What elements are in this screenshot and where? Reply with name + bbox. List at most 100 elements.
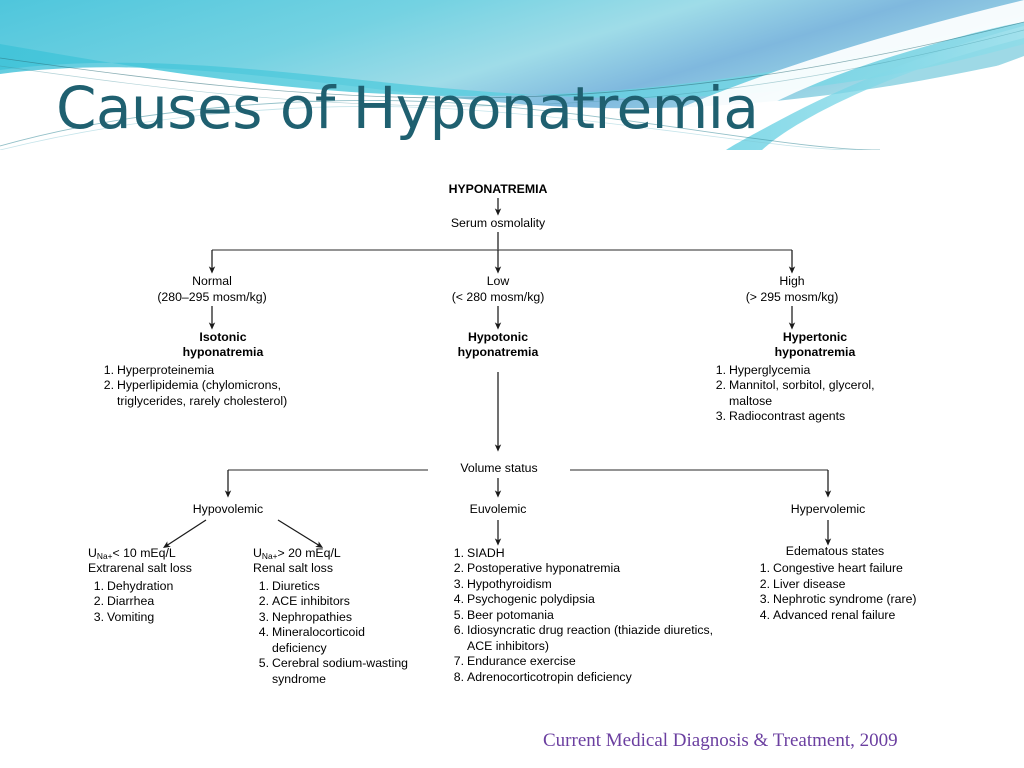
hypertonic-title-line2: hyponatremia <box>774 345 856 360</box>
list-text: Idiosyncratic drug reaction (thiazide di… <box>467 623 714 653</box>
list-text: Diarrhea <box>107 594 155 609</box>
source-citation: Current Medical Diagnosis & Treatment, 2… <box>543 730 898 751</box>
list-item: 1. Dehydration <box>88 579 248 594</box>
list-text: Mannitol, sorbitol, glycerol, maltose <box>729 378 875 408</box>
list-item: 3. Hypothyroidism <box>448 577 728 592</box>
list-text: Adrenocorticotropin deficiency <box>467 669 632 684</box>
list-text: Psychogenic polydipsia <box>467 592 595 607</box>
list-number: 1. <box>453 546 464 560</box>
list-number: 2. <box>258 594 269 609</box>
list-item: 2. Liver disease <box>754 577 930 592</box>
extrarenal-label: Extrarenal salt loss <box>88 561 192 576</box>
list-text: Mineralocorticoid deficiency <box>272 625 365 655</box>
node-osmolality-high-range: (> 295 mosm/kg) <box>745 290 839 304</box>
group-isotonic-hyponatremia: Isotonic hyponatremia 1. Hyperproteinemi… <box>98 330 348 409</box>
list-item: 2. ACE inhibitors <box>253 594 418 609</box>
list-item: 5. Cerebral sodium-wasting syndrome <box>253 656 418 687</box>
list-number: 2. <box>93 594 104 609</box>
list-number: 7. <box>453 654 464 669</box>
list-item: 1. Hyperglycemia <box>710 363 920 378</box>
list-item: 1. SIADH <box>448 546 728 561</box>
list-text: ACE inhibitors <box>272 594 350 609</box>
group-renal-salt-loss: UNa+> 20 mEq/L Renal salt loss 1. Diuret… <box>253 546 418 687</box>
list-number: 2. <box>715 378 726 393</box>
list-text: Cerebral sodium-wasting syndrome <box>272 656 409 686</box>
list-item: 3. Nephropathies <box>253 610 418 625</box>
list-number: 8. <box>453 669 464 684</box>
list-text: Beer potomania <box>467 607 554 622</box>
node-osmolality-low: Low <box>486 274 510 288</box>
hypertonic-title-line1: Hypertonic <box>782 330 848 344</box>
list-number: 6. <box>453 623 464 638</box>
list-number: 1. <box>715 362 726 377</box>
list-item: 1. Congestive heart failure <box>754 561 930 576</box>
list-item: 7. Endurance exercise <box>448 654 728 669</box>
list-text: Advanced renal failure <box>773 607 896 622</box>
list-text: Postoperative hyponatremia <box>467 561 621 576</box>
node-euvolemic: Euvolemic <box>469 502 527 516</box>
list-item: 1. Diuretics <box>253 579 418 594</box>
list-item: 1. Hyperproteinemia <box>98 363 348 378</box>
list-number: 1. <box>93 578 104 593</box>
list-text: Hypothyroidism <box>467 576 552 591</box>
list-text: Nephropathies <box>272 609 352 624</box>
list-number: 2. <box>759 576 770 591</box>
list-text: Hyperlipidemia (chylomicrons, triglyceri… <box>117 378 288 408</box>
node-hypovolemic: Hypovolemic <box>192 502 264 516</box>
criterion-value: > 20 mEq/L <box>277 546 341 560</box>
list-number: 2. <box>103 378 114 393</box>
list-text: Radiocontrast agents <box>729 409 846 424</box>
list-item: 6. Idiosyncratic drug reaction (thiazide… <box>448 623 728 654</box>
euvolemic-cause-list: 1. SIADH 2. Postoperative hyponatremia 3… <box>448 546 728 685</box>
list-text: Endurance exercise <box>467 654 576 669</box>
criterion-subscript: Na+ <box>96 551 113 561</box>
group-hypertonic-hyponatremia: Hypertonic hyponatremia 1. Hyperglycemia… <box>710 330 920 425</box>
list-number: 4. <box>453 592 464 607</box>
list-item: 4. Advanced renal failure <box>754 608 930 623</box>
isotonic-title-line1: Isotonic <box>199 330 247 344</box>
renal-cause-list: 1. Diuretics 2. ACE inhibitors 3. Nephro… <box>253 579 418 687</box>
list-item: 2. Postoperative hyponatremia <box>448 561 728 576</box>
list-number: 1. <box>103 362 114 377</box>
list-item: 5. Beer potomania <box>448 608 728 623</box>
list-item: 3. Vomiting <box>88 610 248 625</box>
list-number: 4. <box>759 607 770 622</box>
list-number: 1. <box>759 561 770 576</box>
list-item: 4. Mineralocorticoid deficiency <box>253 625 418 656</box>
list-item: 4. Psychogenic polydipsia <box>448 592 728 607</box>
list-text: SIADH <box>467 546 505 560</box>
list-number: 3. <box>93 609 104 624</box>
node-osmolality-low-range: (< 280 mosm/kg) <box>451 290 545 304</box>
decorative-header-banner <box>0 0 1024 150</box>
list-number: 5. <box>453 607 464 622</box>
list-item: 3. Radiocontrast agents <box>710 409 920 424</box>
node-hyponatremia: HYPONATREMIA <box>448 182 548 196</box>
list-number: 1. <box>258 578 269 593</box>
criterion-symbol: U <box>88 546 97 560</box>
group-hypotonic-hyponatremia: Hypotonic hyponatremia <box>408 330 588 361</box>
list-text: Hyperproteinemia <box>117 362 215 377</box>
list-number: 3. <box>453 576 464 591</box>
node-osmolality-normal: Normal <box>192 274 232 288</box>
list-item: 3. Nephrotic syndrome (rare) <box>754 592 930 607</box>
list-text: Vomiting <box>107 609 155 624</box>
hypertonic-cause-list: 1. Hyperglycemia 2. Mannitol, sorbitol, … <box>710 363 920 425</box>
list-text: Congestive heart failure <box>773 561 903 576</box>
list-number: 2. <box>453 561 464 576</box>
list-number: 3. <box>258 609 269 624</box>
node-hypervolemic: Hypervolemic <box>790 502 866 516</box>
extrarenal-criterion: UNa+< 10 mEq/L <box>88 546 248 561</box>
list-text: Hyperglycemia <box>729 362 811 377</box>
hyponatremia-flowchart: HYPONATREMIA Serum osmolality Normal (28… <box>88 182 938 690</box>
list-text: Diuretics <box>272 578 320 593</box>
criterion-symbol: U <box>253 546 262 560</box>
node-volume-status: Volume status <box>428 461 570 477</box>
list-text: Liver disease <box>773 576 846 591</box>
hypervolemic-cause-list: 1. Congestive heart failure 2. Liver dis… <box>754 561 930 623</box>
list-item: 2. Hyperlipidemia (chylomicrons, triglyc… <box>98 378 348 409</box>
list-text: Dehydration <box>107 578 174 593</box>
group-hypervolemic-causes: Edematous states 1. Congestive heart fai… <box>740 544 930 623</box>
extrarenal-cause-list: 1. Dehydration 2. Diarrhea 3. Vomiting <box>88 579 248 625</box>
group-extrarenal-salt-loss: UNa+< 10 mEq/L Extrarenal salt loss 1. D… <box>88 546 248 625</box>
list-number: 3. <box>759 592 770 607</box>
